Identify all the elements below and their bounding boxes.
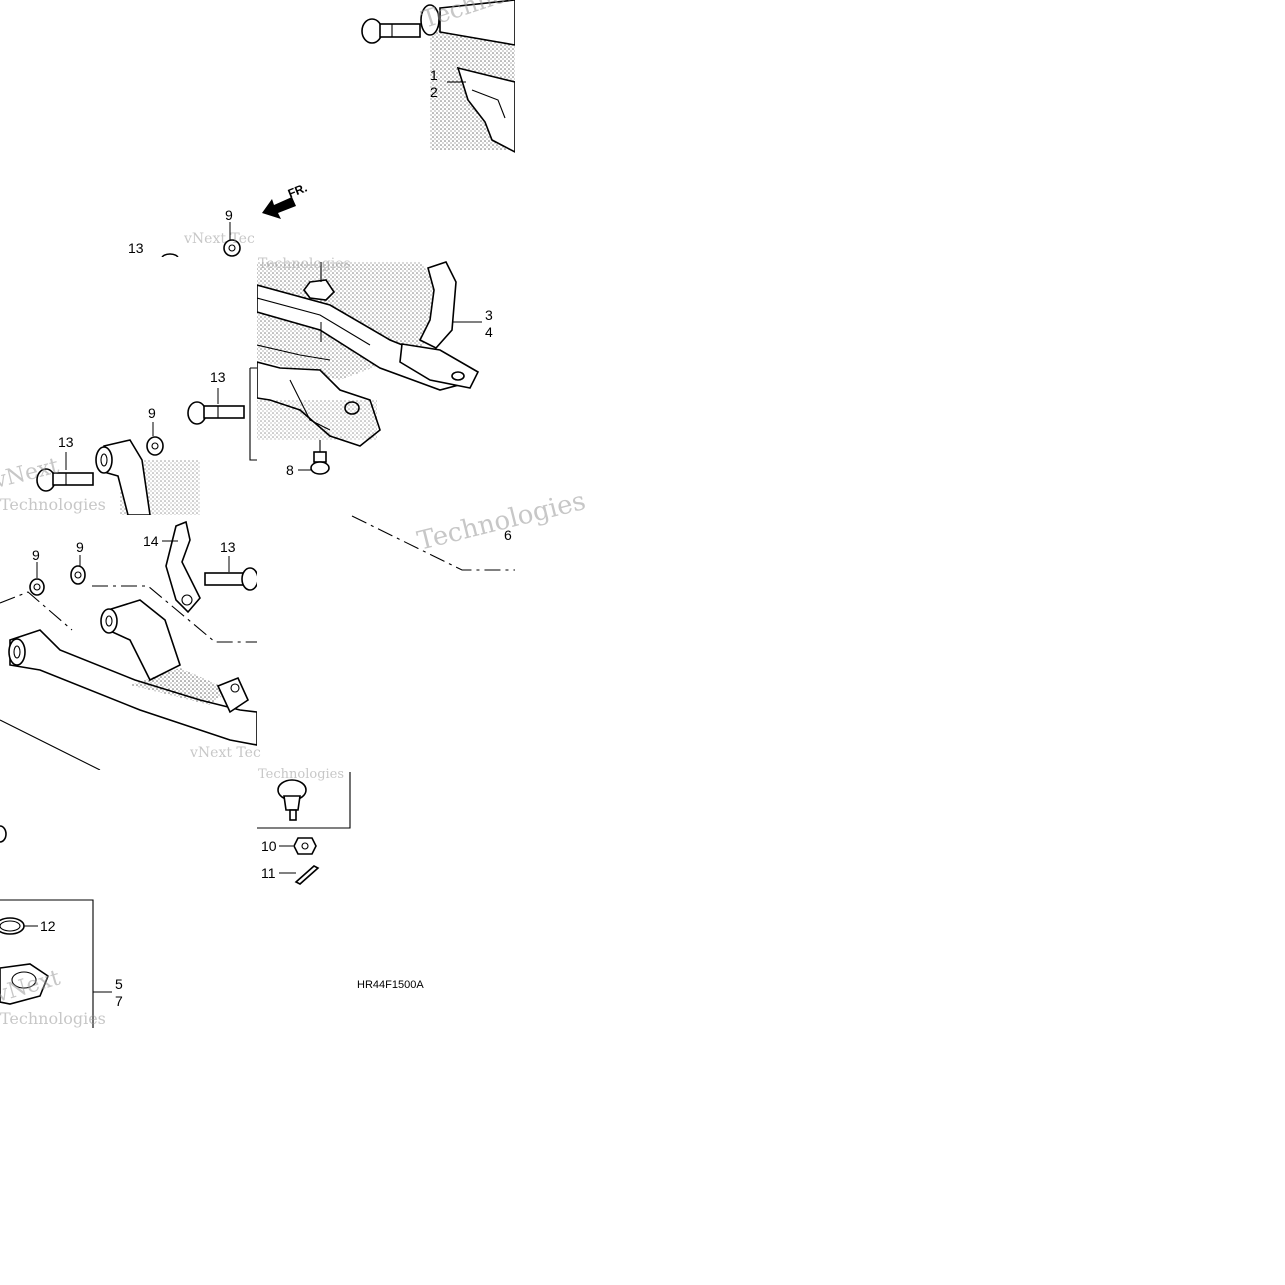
watermark-arm: vNext Tec [189,745,261,761]
frame-tile [257,261,480,475]
flange-bolt-13-arm [204,567,257,591]
callout-11: 11 [261,865,276,881]
bolt-8 [310,440,330,475]
callout-9-d: 9 [76,539,84,555]
callout-9-c: 9 [32,547,40,563]
callout-12: 12 [40,918,56,934]
callout-13-d: 13 [220,539,236,555]
flange-bolt-13-lower [36,468,94,492]
knuckle-5-7 [0,963,49,1005]
bottom-tile [0,825,112,1028]
callout-5: 5 [115,976,123,992]
svg-text:Technologies: Technologies [258,767,344,782]
flange-nut-9-left [29,578,45,596]
flange-nut-9-right [70,565,86,585]
callout-10: 10 [261,838,277,854]
bracket-3-4 [399,261,480,389]
flange-bolt-top [361,18,421,44]
bracket-1-2 [456,66,515,153]
callout-9-b: 9 [148,405,156,421]
centerline-arm-left [0,591,73,631]
flange-nut-9-mid [146,436,164,456]
lower-arm [8,599,257,746]
small-tile [161,239,241,257]
frame-mount-nut [303,262,336,301]
arm-outline-lower [0,719,101,770]
left-tile [36,367,257,515]
callout-4: 4 [485,324,493,340]
watermark-small: vNext Tec [183,231,255,247]
callout-8: 8 [286,462,294,478]
callout-6: 6 [504,527,512,543]
arm-tile [0,520,257,770]
callout-13-b: 13 [210,369,226,385]
top-tile [361,0,515,153]
castle-nut-10 [293,837,317,855]
callout-2: 2 [430,84,438,100]
callout-3: 3 [485,307,493,323]
svg-text:FR.: FR. [286,181,309,201]
callout-13-c: 13 [58,434,74,450]
centerline-6 [351,515,515,571]
callout-13-a: 13 [128,240,144,256]
cotter-pin-11 [294,865,320,885]
callout-14: 14 [143,533,159,549]
callout-9-a: 9 [225,207,233,223]
callout-7: 7 [115,993,123,1009]
flange-bolt-13-upper [187,401,245,425]
watermark-bottom-2: Technologies [0,1009,106,1028]
centerline-arm-right [92,585,257,643]
watermark-mid: Technologies [258,256,351,272]
ball-joint-area: Technologies [257,767,351,885]
watermark-right: Technologies [414,486,588,557]
watermark-left-2: Technologies [0,495,106,514]
diagram-code: HR44F1500A [357,979,424,991]
front-direction-arrow: FR. [262,181,309,219]
snap-ring-12 [0,917,25,935]
ball-joint [277,779,307,821]
callout-1: 1 [430,67,438,83]
bracket-14 [165,520,201,614]
bushing-arm-end [95,439,151,515]
